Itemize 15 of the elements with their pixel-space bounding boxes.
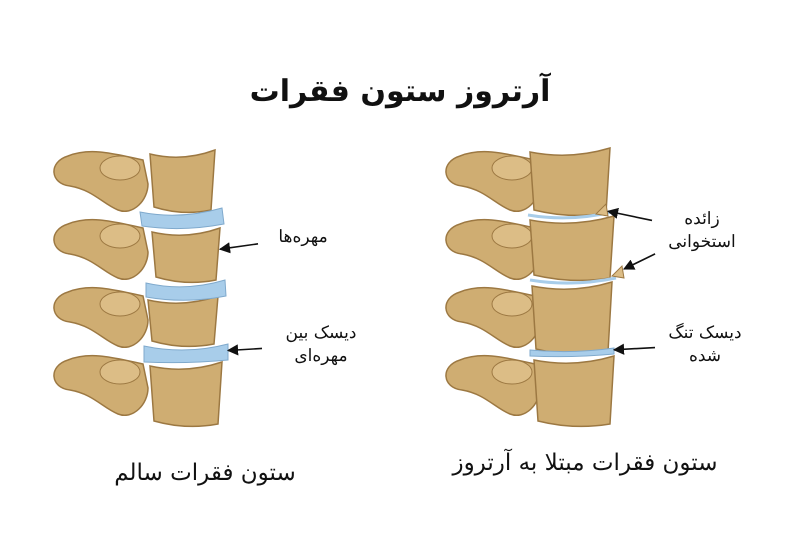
leader-arrow [612,344,656,355]
callout-label: دیسک بین مهره‌ای [284,322,358,368]
callout-label: زائده استخوانی [667,208,737,254]
caption: ستون فقرات مبتلا به آرتروز [450,448,719,478]
leader-arrow [623,253,656,270]
bone-spur [594,202,609,217]
leader-arrow [226,344,262,356]
callout-label: مهره‌ها [277,226,329,249]
caption: ستون فقرات سالم [113,459,297,488]
vertebra [151,227,221,284]
callout-label: دیسک تنگ شده [667,322,743,368]
leader-arrow [218,242,258,254]
title: آرتروز ستون فقرات [248,72,552,111]
bone-spur [610,264,625,279]
leader-arrow [606,208,652,222]
